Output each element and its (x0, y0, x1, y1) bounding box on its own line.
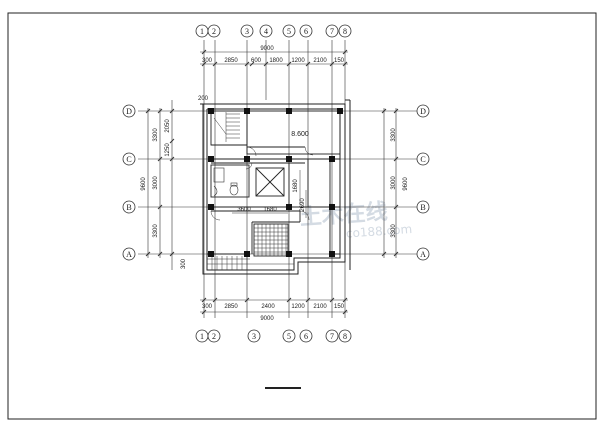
interior-dim-0: 3600 (237, 207, 251, 213)
right-outer-dim: 9600 (403, 177, 409, 191)
scale-bar (265, 387, 301, 389)
axis-top-4: 4 (264, 27, 268, 36)
side-axis-bubbles (122, 104, 430, 261)
right-axis-labels: D C B A (420, 107, 426, 259)
left-dimension-text: 9600 3300 3000 3300 2050 1250 300 200 (141, 96, 209, 269)
left-extra-0: 2050 (165, 119, 171, 133)
top-dim-5: 2100 (313, 58, 327, 64)
top-dim-3: 1800 (269, 58, 283, 64)
axis-right-D: D (420, 107, 426, 116)
left-outer-dim: 9600 (141, 177, 147, 191)
right-dimension-text: 9600 3300 3000 3300 (391, 128, 409, 238)
axis-top-8: 8 (343, 27, 347, 36)
interior-dim-2: 1680 (293, 179, 299, 193)
right-dim-2: 3300 (391, 224, 397, 238)
balcony-railing (207, 256, 294, 270)
interior-dim-1: 1680 (263, 207, 277, 213)
left-dim-1: 3000 (153, 176, 159, 190)
axis-bottom-6: 6 (304, 332, 308, 341)
stair-steps (213, 112, 240, 142)
side-dimension-lines (145, 100, 399, 270)
axis-bottom-3: 3 (252, 332, 256, 341)
bottom-dim-0: 300 (202, 304, 213, 310)
top-dim-0: 300 (202, 58, 213, 64)
axis-top-7: 7 (330, 27, 334, 36)
axis-right-C: C (420, 155, 425, 164)
left-extra-3: 200 (198, 96, 209, 102)
structural-columns (208, 108, 343, 257)
axis-bottom-1: 1 (200, 332, 204, 341)
bathroom-fixtures (213, 167, 239, 197)
left-extra-2: 300 (181, 258, 187, 269)
axis-right-B: B (420, 203, 425, 212)
bottom-dim-2: 2400 (261, 304, 275, 310)
axis-right-A: A (420, 250, 426, 259)
axis-top-6: 6 (304, 27, 308, 36)
right-dim-0: 3300 (391, 128, 397, 142)
drawing-frame (7, 12, 597, 420)
bottom-dim-5: 150 (334, 304, 345, 310)
bottom-dimension-text: 300 2850 2400 1200 2100 150 9000 (202, 304, 345, 322)
top-dim-4: 1200 (291, 58, 305, 64)
bottom-dim-3: 1200 (291, 304, 305, 310)
interior-labels: 8.600 3600 1680 1680 2690 (237, 131, 309, 213)
axis-left-D: D (126, 107, 132, 116)
left-dim-0: 3300 (153, 128, 159, 142)
watermark-text: 土木在线 (299, 199, 389, 231)
bottom-dim-4: 2100 (313, 304, 327, 310)
grid-lines (138, 40, 418, 318)
top-dimension-text: 9000 300 2850 600 1800 1200 2100 150 (202, 46, 345, 64)
interior-dim-3: 2690 (300, 198, 306, 212)
interior-dimension-lines (232, 170, 307, 218)
bottom-axis-bubbles (195, 329, 352, 343)
door-swings (210, 146, 314, 221)
axis-top-2: 2 (212, 27, 216, 36)
left-extra-1: 1250 (165, 143, 171, 157)
left-dim-2: 3300 (153, 224, 159, 238)
axis-left-C: C (126, 155, 131, 164)
axis-bottom-8: 8 (343, 332, 347, 341)
top-dim-6: 150 (334, 58, 345, 64)
bottom-total-dimension: 9000 (260, 316, 274, 322)
terrace-hatching (254, 224, 288, 256)
top-dim-2: 600 (251, 58, 262, 64)
axis-bottom-7: 7 (330, 332, 334, 341)
top-dimension-lines (200, 49, 348, 315)
axis-top-5: 5 (287, 27, 291, 36)
right-dim-1: 3000 (391, 176, 397, 190)
top-axis-labels: 1 2 3 4 5 6 7 8 (200, 27, 347, 36)
axis-bottom-5: 5 (287, 332, 291, 341)
axis-left-A: A (126, 250, 132, 259)
axis-top-3: 3 (245, 27, 249, 36)
bottom-axis-labels: 1 2 3 5 6 7 8 (200, 332, 347, 341)
interior-walls (210, 110, 341, 257)
axis-left-B: B (126, 203, 131, 212)
top-axis-bubbles (195, 24, 352, 38)
axis-top-1: 1 (200, 27, 204, 36)
top-total-dimension: 9000 (260, 46, 274, 52)
elevation-label: 8.600 (291, 131, 309, 138)
left-axis-labels: D C B A (126, 107, 132, 259)
axis-bottom-2: 2 (212, 332, 216, 341)
top-dim-1: 2850 (224, 58, 238, 64)
bottom-dim-1: 2850 (224, 304, 238, 310)
